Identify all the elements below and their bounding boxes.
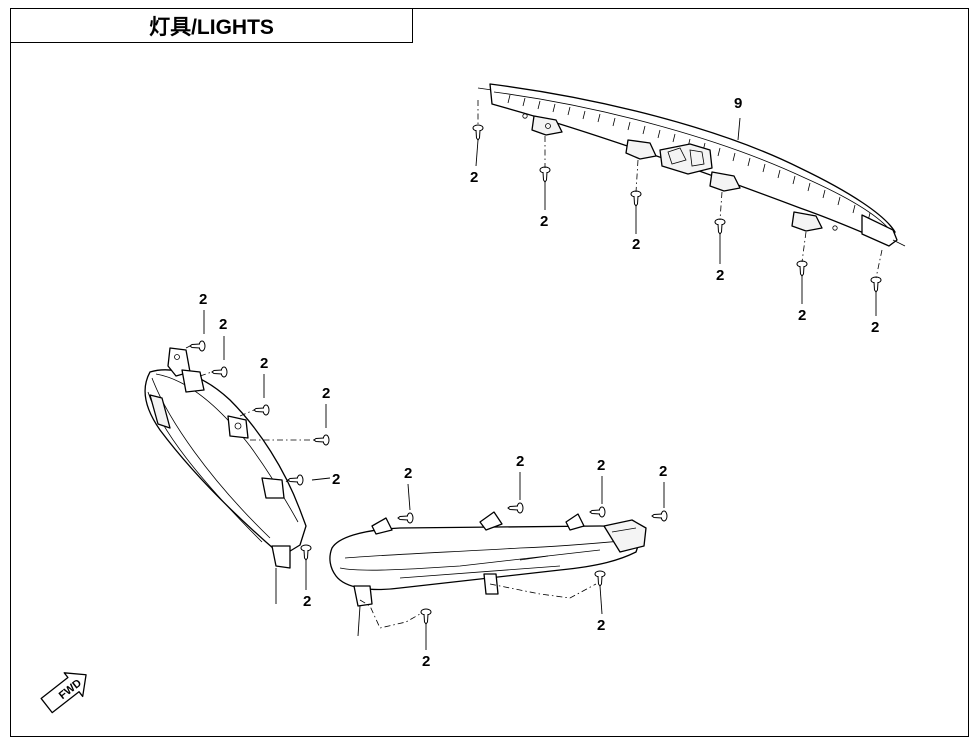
callout-screw: 2: [540, 213, 548, 230]
callout-screw: 2: [260, 355, 268, 372]
screw-icon: [287, 474, 304, 486]
callout-screw: 2: [422, 653, 430, 670]
screw-icon: [420, 608, 432, 625]
screw-icon: [539, 166, 551, 183]
front-light-right-assembly: [144, 347, 307, 569]
screw-icon: [589, 506, 606, 518]
screw-icon: [714, 218, 726, 235]
screw-icon: [507, 502, 524, 514]
callout-screw: 2: [597, 617, 605, 634]
rear-light-screws: [472, 100, 883, 293]
screw-icon: [397, 512, 414, 524]
screw-icon: [630, 190, 642, 207]
callout-screw: 2: [597, 457, 605, 474]
callout-rear-light: 9: [734, 95, 742, 112]
callout-screw: 2: [871, 319, 879, 336]
callout-screw: 2: [470, 169, 478, 186]
screw-icon: [211, 366, 228, 378]
callout-screw: 2: [303, 593, 311, 610]
callout-screw: 2: [219, 316, 227, 333]
drawing-frame: [10, 8, 969, 737]
leader-lines: [203, 139, 877, 650]
front-light-left-assembly: [329, 511, 647, 629]
forward-direction-arrow-icon: FWD: [40, 672, 87, 714]
page-title-text: 灯具/LIGHTS: [149, 15, 274, 39]
screw-icon: [300, 544, 312, 561]
screw-icon: [651, 510, 668, 522]
screw-icon: [189, 340, 206, 352]
callout-screw: 2: [332, 471, 340, 488]
screw-icon: [253, 404, 270, 416]
callout-screw: 2: [404, 465, 412, 482]
callout-screw: 2: [798, 307, 806, 324]
screw-icon: [472, 124, 484, 141]
page-title: 灯具/LIGHTS: [10, 8, 413, 43]
callout-screw: 2: [659, 463, 667, 480]
front-light-right-screws: [185, 340, 330, 561]
screw-icon: [313, 434, 330, 446]
screw-icon: [796, 260, 808, 277]
callout-screw: 2: [716, 267, 724, 284]
screw-icon: [870, 276, 882, 293]
callout-screw: 2: [322, 385, 330, 402]
callout-screw: 2: [632, 236, 640, 253]
rear-light-assembly: [477, 83, 906, 247]
screw-icon: [594, 570, 606, 587]
callout-screw: 2: [199, 291, 207, 308]
callout-screw: 2: [516, 453, 524, 470]
callout-labels: 9 2 2 2 2 2 2 2 2 2 2 2 2 2 2 2 2 2 2: [199, 95, 879, 670]
